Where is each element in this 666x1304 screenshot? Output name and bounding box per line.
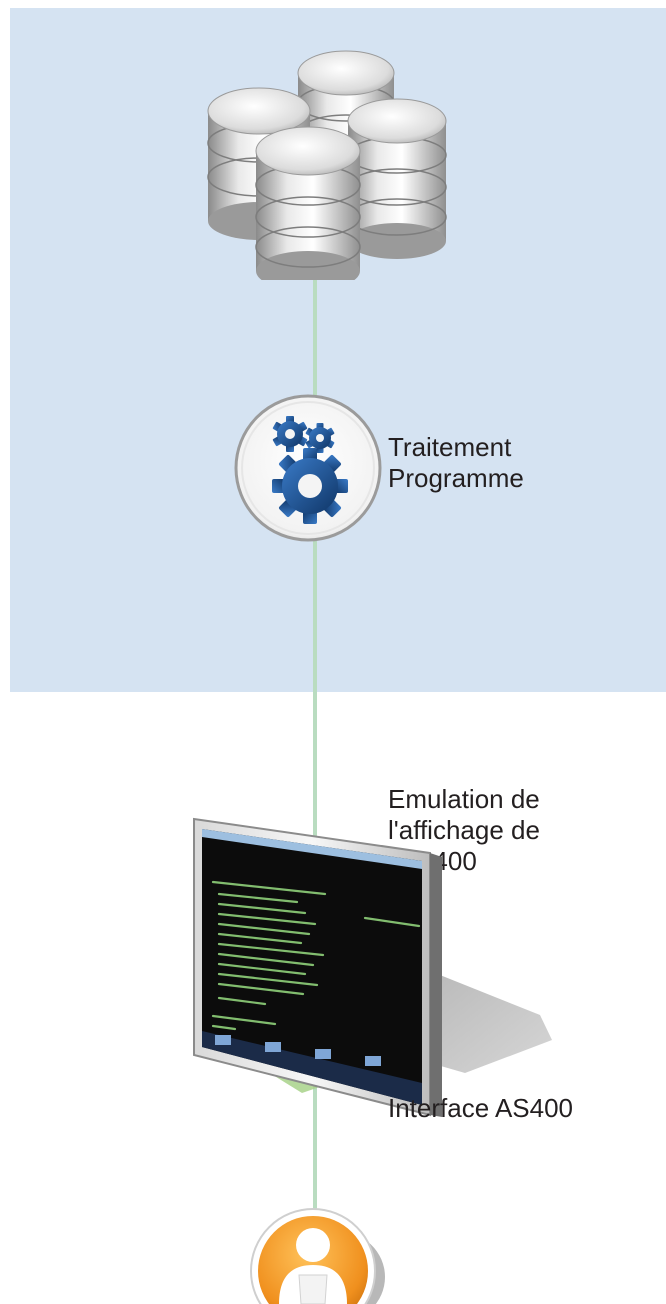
monitor-icon [180,805,560,1125]
emulator-screen [205,850,440,1120]
user-icon [245,1205,395,1304]
gears-icon [232,392,384,544]
emulation-label-line-2: l'affichage de [388,815,540,845]
emulation-label-line-1: Emulation de [388,784,540,814]
connection-line [313,240,317,1240]
process-label-line-1: Traitement [388,432,512,462]
process-label-line-2: Programme [388,463,524,493]
database-cylinders-icon [200,45,460,280]
process-label: Traitement Programme [388,432,524,494]
interface-label: Interface AS400 [388,1093,574,1123]
